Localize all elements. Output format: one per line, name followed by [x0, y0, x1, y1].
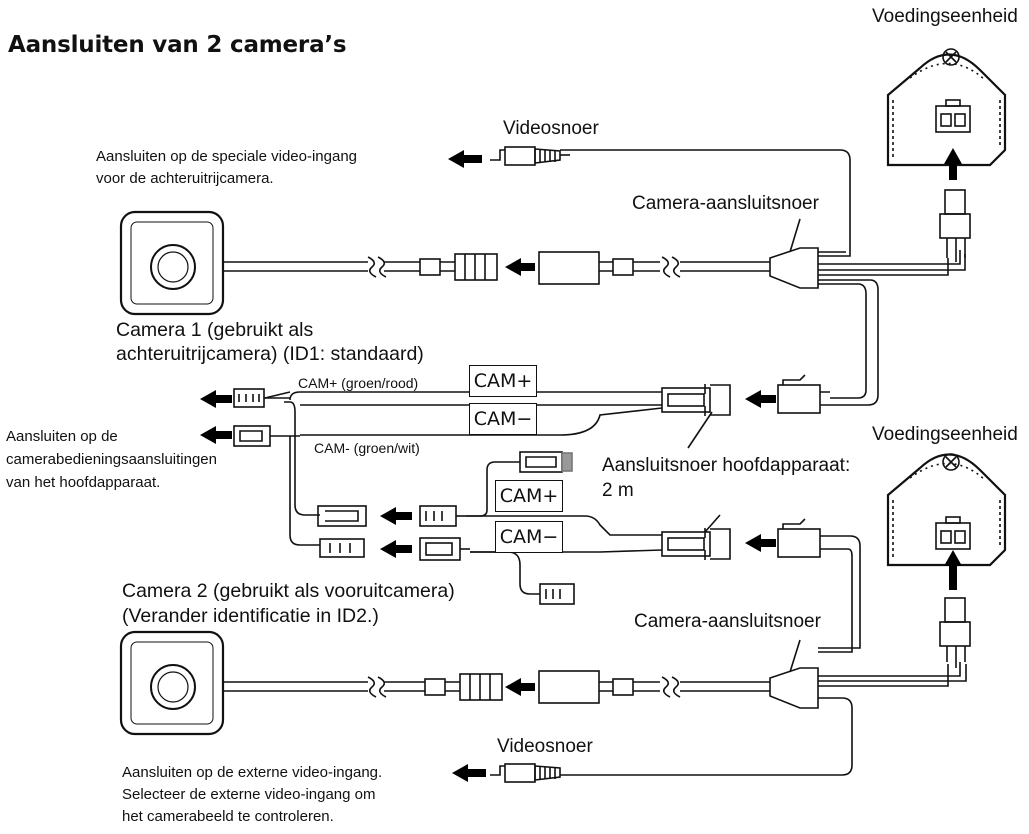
male-plug-mid-a	[419, 505, 466, 527]
arrow-connector-2	[745, 534, 776, 552]
video-cord-2-label: Videosnoer	[497, 736, 593, 757]
arrow-video-1	[448, 150, 482, 168]
video-cord-1-rca-plug	[490, 146, 570, 166]
cam-minus-box-2: CAM−	[495, 521, 563, 553]
camera-1-connector	[454, 253, 498, 281]
power-unit-2-socket	[935, 516, 971, 550]
camera-1-label-line1: Camera 1 (gebruikt als	[116, 319, 314, 341]
external-video-note-line2: Selecteer de externe video-ingang om	[122, 786, 376, 803]
main-unit-cord-label-line1: Aansluitsnoer hoofdapparaat:	[602, 455, 851, 476]
cam-minus-box-1: CAM−	[469, 403, 537, 435]
cam-plus-plug-1	[233, 388, 290, 408]
arrow-camera-2	[505, 678, 535, 696]
arrow-power-2	[944, 550, 962, 590]
cam-minus-wire-label: CAM- (groen/wit)	[314, 440, 420, 456]
power-unit-1-socket	[935, 99, 971, 133]
power-unit-1-plug	[939, 189, 971, 262]
camera-1-label-line2: achteruitrijcamera) (ID1: standaard)	[116, 343, 424, 365]
arrow-left-a	[380, 507, 412, 525]
female-plug-left-a	[317, 505, 367, 527]
camera-cord-2-label: Camera-aansluitsnoer	[634, 611, 821, 632]
camera-2-label-line1: Camera 2 (gebruikt als vooruitcamera)	[122, 580, 455, 602]
rear-video-note-line1: Aansluiten op de speciale video-ingang	[96, 148, 358, 165]
main-unit-cord-connector-1	[661, 374, 830, 416]
video-cord-1-label: Videosnoer	[503, 118, 599, 139]
cam-plus-box-1: CAM+	[469, 365, 537, 397]
external-video-note-line1: Aansluiten op de externe video-ingang.	[122, 764, 383, 781]
male-plug-mid-b	[419, 537, 470, 561]
camera-1-body	[119, 210, 225, 316]
main-unit-cord-label-line2: 2 m	[602, 480, 634, 501]
arrow-connector-1	[745, 390, 776, 408]
power-unit-2-label: Voedingseenheid	[872, 424, 1018, 445]
head-unit-note-line1: Aansluiten op de	[6, 428, 118, 445]
power-unit-2-screw-icon	[942, 453, 960, 471]
camera-2-body	[119, 630, 225, 736]
camera-2-label-line2: (Verander identificatie in ID2.)	[122, 605, 379, 627]
camera-cord-1-label: Camera-aansluitsnoer	[632, 193, 819, 214]
power-unit-1-body	[886, 53, 1007, 167]
arrows	[200, 148, 962, 782]
page-title: Aansluiten van 2 camera’s	[8, 32, 347, 58]
external-video-note-line3: het camerabeeld te controleren.	[122, 808, 334, 825]
cam-plus-box-2: CAM+	[495, 480, 563, 512]
head-unit-note-line3: van het hoofdapparaat.	[6, 474, 161, 491]
power-unit-1-label: Voedingseenheid	[872, 6, 1018, 27]
video-cord-2-rca-plug	[490, 763, 561, 783]
cam-plus-wire-label: CAM+ (groen/rood)	[298, 375, 419, 391]
arrow-left-b	[380, 540, 412, 558]
arrow-power-1	[944, 148, 962, 180]
female-plug-left-b	[319, 538, 365, 558]
head-unit-note-line2: camerabedieningsaansluitingen	[6, 451, 217, 468]
power-unit-2-plug	[939, 597, 971, 668]
power-unit-1-screw-icon	[942, 48, 960, 66]
arrow-camera-1	[505, 258, 535, 276]
rear-video-note-line2: voor de achteruitrijcamera.	[96, 170, 274, 187]
arrow-cam-plus-1	[200, 390, 232, 408]
camera-2-connector	[459, 673, 503, 701]
arrow-video-2	[452, 764, 486, 782]
male-plug-bottom	[470, 551, 575, 605]
arrow-cam-minus-1	[200, 426, 232, 444]
